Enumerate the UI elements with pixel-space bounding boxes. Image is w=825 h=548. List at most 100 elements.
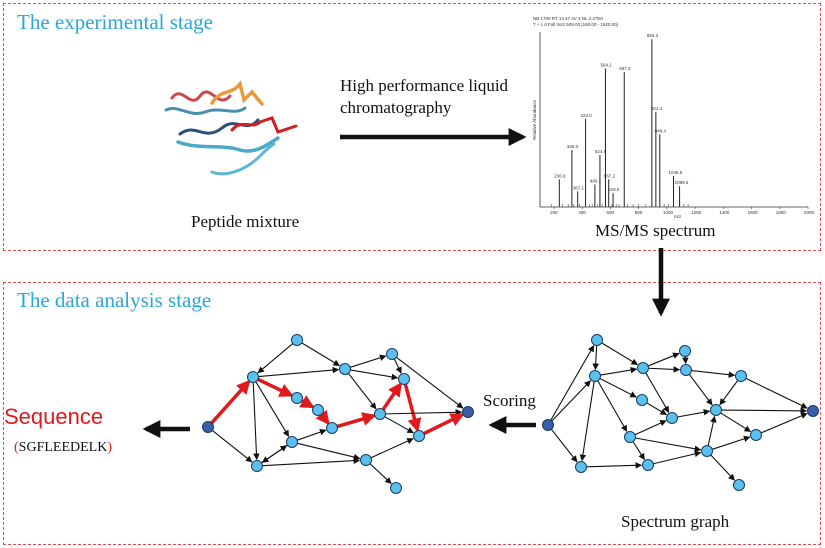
spectrum-x-tick-label: 1200 — [691, 210, 702, 215]
spectrum-graph-label: Spectrum graph — [621, 512, 730, 531]
graph-edge — [648, 366, 681, 373]
graph-node — [247, 371, 259, 383]
graph-edge — [258, 366, 340, 378]
graph-edge — [707, 415, 717, 446]
spectrum-x-tick-label: 800 — [635, 210, 643, 215]
graph-edge — [688, 374, 713, 406]
spectrum-peak-label: 697.3 — [619, 66, 631, 71]
graph-edge — [350, 354, 387, 368]
graph-edge — [712, 435, 751, 450]
graph-edge — [634, 420, 667, 436]
peptide-strand-4 — [178, 118, 260, 136]
scoring-label: Scoring — [483, 391, 536, 410]
graph-edges — [550, 342, 808, 481]
graph-edge — [600, 366, 638, 376]
graph-edge — [653, 450, 702, 465]
msms-spectrum-label: MS/MS spectrum — [595, 221, 716, 240]
graph-node — [679, 345, 691, 357]
graph-node — [733, 479, 745, 491]
graph-edge — [257, 343, 294, 374]
graph-edge — [720, 412, 752, 433]
graph-node — [386, 348, 398, 360]
graph-node — [339, 363, 351, 375]
highlighted-path-edge — [257, 377, 294, 397]
spectrum-peak-label: 1089.6 — [675, 180, 689, 185]
graph-node — [589, 370, 601, 382]
spectrum-peak-label: 564.1 — [600, 63, 612, 68]
graph-node — [291, 392, 303, 404]
highlighted-path-edge — [336, 412, 377, 429]
spectrum-x-tick-label: 1600 — [748, 210, 759, 215]
spectrum-header: NB 1700 RT 14.47 AV 1 NL 2.27E6 T + c d … — [533, 16, 618, 28]
graph-node — [291, 334, 303, 346]
spectrum-x-tick-label: 2000 — [804, 210, 815, 215]
graph-node — [642, 459, 654, 471]
sequence-title: Sequence — [4, 404, 104, 429]
spectrum-x-tick-label: 1800 — [776, 210, 787, 215]
graph-end-node — [462, 406, 474, 418]
graph-edge — [710, 454, 735, 481]
graph-edge — [261, 444, 288, 463]
graph-node — [398, 373, 410, 385]
graph-node — [750, 429, 762, 441]
graph-node — [624, 431, 636, 443]
graph-node — [326, 422, 338, 434]
experimental-stage-title: The experimental stage — [17, 10, 213, 34]
spectrum-peak-label: 921.4 — [651, 106, 663, 111]
analysis-stage-panel — [3, 282, 821, 545]
graph-edge — [592, 345, 599, 371]
graph-edge — [645, 372, 670, 413]
spectrum-x-tick-label: 400 — [578, 210, 586, 215]
graph-edge — [347, 373, 377, 410]
sequence-open-paren: ( — [14, 440, 19, 455]
peptide-strand-1 — [170, 90, 232, 102]
graph-edge — [297, 442, 361, 461]
spectrum-graph — [542, 334, 819, 491]
graph-edge — [370, 438, 414, 459]
highlighted-path-edge — [381, 382, 402, 411]
spectrum-x-axis-label: m/z — [674, 214, 682, 219]
graph-end-node — [202, 421, 214, 433]
graph-edge — [297, 428, 327, 441]
peptide-strand-5 — [230, 116, 298, 134]
graph-edge — [550, 345, 595, 421]
spectrum-peak-label: 1046.6 — [669, 170, 683, 175]
graph-edge — [647, 352, 680, 367]
spectrum-peak-label: 326.0 — [567, 144, 579, 149]
graph-edge — [760, 412, 808, 434]
graph-edge — [255, 381, 290, 437]
graph-node — [710, 404, 722, 416]
graph-edge — [646, 402, 667, 416]
graph-node — [390, 482, 402, 494]
graph-edge — [350, 369, 399, 381]
peptide-strand-3 — [164, 106, 247, 115]
hplc-label-line1: High performance liquid — [340, 76, 509, 95]
graph-node — [374, 408, 386, 420]
graph-node — [286, 436, 298, 448]
peptide-mixture-illustration — [164, 80, 298, 176]
graph-node — [413, 430, 425, 442]
hplc-label-line2: chromatography — [340, 98, 452, 117]
graph-end-node — [807, 405, 819, 417]
analysis-stage-title: The data analysis stage — [17, 288, 212, 312]
highlighted-path-edge — [299, 395, 315, 409]
spectrum-y-axis-label: Relative Abundance — [532, 99, 537, 140]
spectrum-peak-label: 489.1 — [590, 179, 602, 184]
highlighted-path-edge — [423, 413, 465, 436]
graph-node — [735, 370, 747, 382]
spectrum-peak-label: 367.1 — [573, 185, 585, 190]
graph-edge — [301, 342, 341, 367]
msms-spectrum-chart: Relative Abundance m/z 236.9326.0367.142… — [532, 32, 815, 219]
graph-edges — [210, 342, 465, 485]
spectrum-peak-label: 618.0 — [608, 187, 620, 192]
spectrum-x-tick-label: 200 — [550, 210, 558, 215]
graph-node — [591, 334, 603, 346]
graph-edge — [691, 370, 736, 378]
sequence-close-paren: ) — [107, 440, 113, 455]
graph-edge — [597, 380, 628, 432]
graph-nodes — [202, 334, 474, 494]
spectrum-peak-label: 587.2 — [604, 173, 616, 178]
graph-edge — [586, 462, 643, 469]
spectrum-peak-label: 949.4 — [655, 128, 667, 133]
